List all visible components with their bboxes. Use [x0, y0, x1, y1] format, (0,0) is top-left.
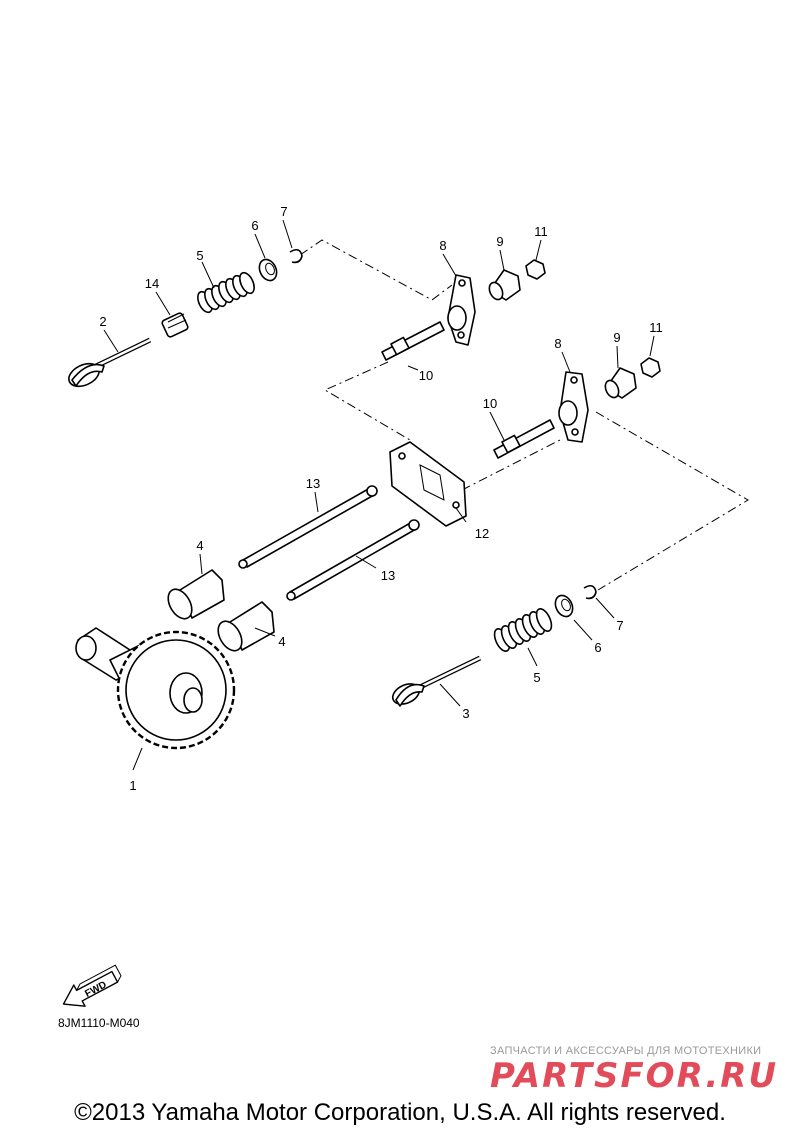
callout-4: 4	[196, 538, 203, 553]
callout-8: 8	[439, 238, 446, 253]
fwd-arrow-icon: FWD	[62, 964, 122, 1007]
callout-5: 5	[196, 248, 203, 263]
valve-spring-part-5-upper	[197, 271, 255, 314]
pivot-part-9-upper	[488, 269, 521, 301]
spring-retainer-part-6-upper	[258, 258, 278, 282]
callout-10: 10	[483, 396, 497, 411]
callout-7: 7	[616, 618, 623, 633]
assembly-line-lower-intake	[595, 411, 749, 591]
copyright-notice: ©2013 Yamaha Motor Corporation, U.S.A. A…	[74, 1099, 726, 1126]
tappet-part-4-upper	[167, 569, 225, 620]
tappet-part-4-lower	[217, 601, 275, 652]
callout-3: 3	[462, 706, 469, 721]
callout-4: 4	[278, 634, 285, 649]
push-rod-part-13-lower	[286, 519, 420, 601]
callout-14: 14	[145, 276, 159, 291]
rocker-stud-part-10-lower	[493, 419, 555, 459]
callout-13: 13	[306, 476, 320, 491]
callout-2: 2	[99, 314, 106, 329]
callout-6: 6	[594, 640, 601, 655]
drawing-code: 8JM1110-M040	[58, 1016, 140, 1030]
valve-collet-part-7-lower	[583, 584, 597, 600]
callout-13: 13	[381, 568, 395, 583]
assembly-line-upper-intake	[323, 361, 411, 441]
nut-part-11-upper	[525, 259, 546, 280]
valve-part-2	[68, 337, 152, 388]
pushrod-guide-part-12	[389, 441, 467, 527]
camshaft-part-1	[75, 627, 236, 750]
valve-part-3	[391, 655, 482, 707]
watermark-logo-text: PARTSFOR.RU	[490, 1056, 778, 1096]
nut-part-11-lower	[640, 357, 661, 378]
callout-5: 5	[533, 670, 540, 685]
rocker-arm-part-8-upper	[447, 274, 476, 346]
callout-7: 7	[280, 204, 287, 219]
stem-seal-part-14	[161, 312, 189, 338]
pivot-part-9-lower	[604, 367, 637, 399]
callout-11: 11	[534, 224, 548, 239]
spring-retainer-part-6-lower	[554, 594, 574, 618]
rocker-arm-part-8-lower	[558, 371, 589, 443]
callout-9: 9	[496, 234, 503, 249]
callout-9: 9	[613, 330, 620, 345]
rocker-stud-part-10-upper	[381, 321, 445, 361]
push-rod-part-13-upper	[238, 485, 378, 569]
assembly-line-upper-exhaust	[299, 239, 453, 301]
callout-6: 6	[251, 218, 258, 233]
watermark-tagline: ЗАПЧАСТИ И АКСЕССУАРЫ ДЛЯ МОТОТЕХНИКИ	[490, 1045, 762, 1057]
fwd-arrow-label: FWD	[83, 979, 108, 999]
callout-11: 11	[649, 320, 663, 335]
watermark-logo: PARTSFOR.RU	[490, 1056, 778, 1096]
callout-1: 1	[129, 778, 136, 793]
valve-collet-part-7-upper	[289, 248, 303, 264]
callout-10: 10	[419, 368, 433, 383]
callout-12: 12	[475, 526, 489, 541]
callout-8: 8	[554, 336, 561, 351]
valve-spring-part-5-lower	[493, 608, 553, 652]
leader-lines	[103, 219, 655, 771]
